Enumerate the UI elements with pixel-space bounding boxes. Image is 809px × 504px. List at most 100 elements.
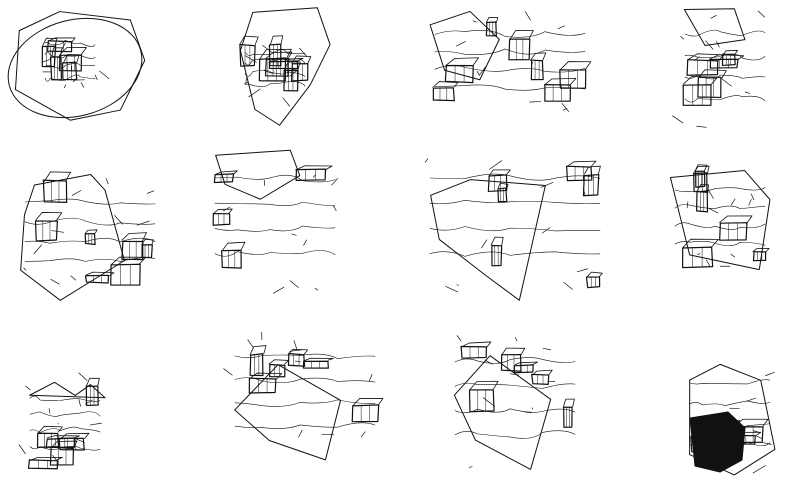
roof-line — [510, 30, 534, 39]
elevation-sketch-9 — [19, 373, 105, 469]
contour-line — [235, 423, 375, 429]
outline-stroke — [235, 365, 341, 460]
sketch-stroke — [672, 116, 682, 123]
sketch-stroke — [456, 41, 465, 46]
contour-line — [675, 204, 765, 208]
building-block — [683, 85, 711, 106]
contour-line — [430, 226, 600, 230]
sketch-stroke — [79, 400, 81, 407]
building-block — [213, 214, 230, 226]
roof-line — [683, 239, 719, 247]
building-block — [433, 88, 454, 101]
sketch-stroke — [530, 101, 541, 102]
sketch-stroke — [749, 199, 751, 205]
sketch-stroke — [681, 36, 684, 39]
sketch-stroke — [489, 161, 501, 170]
sketch-stroke — [698, 254, 700, 255]
building-block — [586, 277, 599, 288]
sketch-stroke — [753, 465, 765, 472]
building-block — [352, 405, 378, 422]
sketch-stroke — [294, 341, 297, 349]
sketch-stroke — [697, 126, 707, 127]
sketch-stroke — [115, 216, 123, 225]
sketch-stroke — [245, 82, 249, 83]
terrain-sketch-7 — [425, 159, 602, 300]
contour-line — [430, 174, 600, 180]
sketch-stroke — [296, 361, 301, 362]
contour-line — [30, 412, 100, 417]
building-block — [29, 460, 58, 469]
sketch-stroke — [64, 85, 65, 88]
roof-line — [43, 38, 57, 47]
sketch-stroke — [51, 279, 60, 284]
roof-line — [86, 378, 99, 386]
roof-line — [515, 362, 537, 365]
building-block — [531, 60, 543, 80]
terrain-sketch-8 — [670, 165, 769, 270]
contour-line — [690, 380, 770, 384]
sketch-stroke — [564, 282, 573, 289]
building-block — [85, 234, 95, 245]
building-block — [269, 44, 280, 66]
sketch-stroke — [369, 374, 372, 381]
roof-line — [85, 230, 97, 233]
sketch-stroke — [292, 234, 297, 235]
outline-stroke — [670, 170, 769, 269]
roof-line — [563, 399, 574, 407]
sketch-stroke — [477, 71, 479, 74]
sketch-stroke — [49, 409, 50, 414]
sketch-stroke — [558, 26, 565, 29]
contour-line — [435, 30, 585, 37]
sketch-stroke — [361, 432, 365, 437]
sketch-stroke — [299, 48, 307, 56]
sketch-stroke — [332, 178, 338, 185]
sketch-stroke — [273, 287, 284, 293]
building-block — [470, 390, 495, 412]
building-block — [545, 85, 571, 102]
contour-line — [45, 63, 95, 68]
sketch-stroke — [106, 179, 108, 184]
sketch-stroke — [304, 240, 307, 245]
building-block — [303, 361, 328, 368]
sketch-stroke — [515, 338, 516, 341]
outline-stroke — [430, 11, 499, 79]
building-block — [142, 245, 152, 258]
sketch-stroke — [147, 191, 154, 194]
building-block — [240, 44, 255, 66]
sketch-stroke — [706, 260, 709, 266]
building-block — [509, 39, 530, 60]
building-block — [296, 169, 325, 180]
outline-stroke — [684, 9, 745, 46]
sketch-stroke — [248, 340, 253, 347]
sketch-stroke — [483, 398, 494, 407]
sketch-stroke — [758, 11, 764, 17]
building-block — [492, 246, 502, 266]
sketch-stroke — [485, 360, 493, 364]
site-sketch-1 — [15, 12, 144, 121]
roof-line — [269, 360, 288, 364]
contour-line — [675, 188, 765, 192]
plan-sketch-12 — [690, 364, 775, 475]
building-block — [683, 247, 713, 268]
contour-line — [685, 96, 765, 103]
sketch-stroke — [708, 190, 713, 199]
roof-line — [560, 62, 591, 70]
sketch-stroke — [72, 190, 81, 195]
roof-line — [446, 58, 479, 66]
sketch-stroke — [81, 83, 84, 88]
sketch-stroke — [283, 98, 290, 106]
sketch-stroke — [24, 268, 26, 270]
plan-sketch-6 — [213, 150, 338, 293]
roof-line — [122, 233, 147, 242]
sketch-stroke — [687, 202, 688, 208]
contour-line — [690, 401, 770, 406]
building-block — [222, 250, 242, 268]
sketch-stroke — [71, 276, 76, 280]
sketch-stroke — [26, 386, 30, 390]
sketch-stroke — [425, 159, 428, 162]
sketch-stroke — [446, 286, 458, 292]
terrain-sketch-5 — [21, 172, 155, 300]
sketch-stroke — [542, 228, 550, 233]
sketch-stroke — [79, 373, 87, 381]
